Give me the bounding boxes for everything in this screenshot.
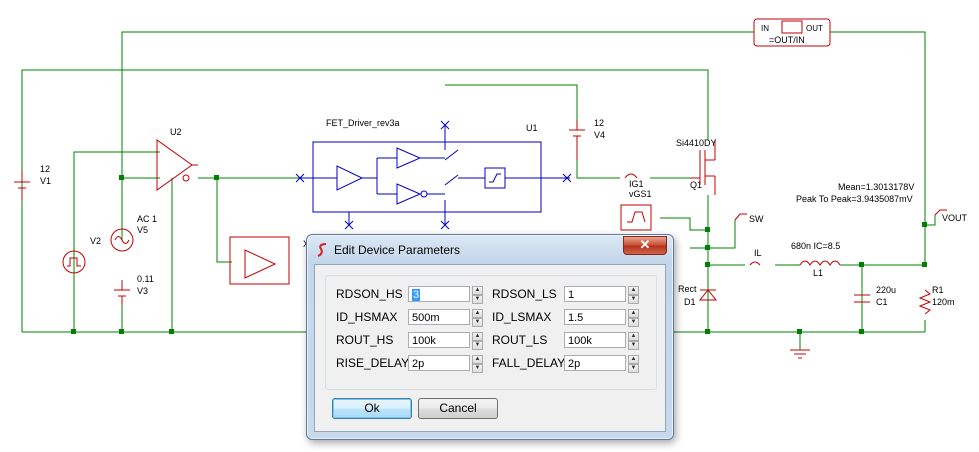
svg-text:0.11: 0.11 <box>137 274 154 284</box>
svg-text:V1: V1 <box>40 176 51 186</box>
svg-text:680n IC=8.5: 680n IC=8.5 <box>791 241 840 251</box>
stepper-rout-hs[interactable]: ▲▼ <box>472 332 483 350</box>
svg-text:Mean=1.3013178V: Mean=1.3013178V <box>838 182 914 192</box>
param-field-id-hsmax[interactable]: 500m <box>408 309 470 325</box>
param-field-rout-ls[interactable]: 100k <box>564 332 626 348</box>
svg-text:12: 12 <box>40 164 50 174</box>
fet-driver-block <box>295 120 572 230</box>
svg-text:=OUT/IN: =OUT/IN <box>769 35 805 45</box>
svg-text:L1: L1 <box>813 268 823 278</box>
close-button[interactable]: ✕ <box>623 236 667 255</box>
svg-text:SW: SW <box>749 214 764 224</box>
param-label-id-hsmax: ID_HSMAX <box>336 310 398 324</box>
svg-text:V3: V3 <box>137 286 148 296</box>
param-field-fall-delay[interactable]: 2p <box>564 355 626 371</box>
ok-button[interactable]: Ok <box>332 398 412 419</box>
spin-down-icon: ▼ <box>472 341 483 350</box>
svg-text:C1: C1 <box>876 297 888 307</box>
spin-up-icon: ▲ <box>472 286 483 295</box>
schematic-labels: 12 V1 V2 AC 1 V5 0.11 V3 U2 X FET_Driver… <box>40 24 968 307</box>
spin-down-icon: ▼ <box>472 295 483 304</box>
param-label-fall-delay: FALL_DELAY <box>492 356 566 370</box>
svg-text:U1: U1 <box>526 123 538 133</box>
svg-text:12: 12 <box>594 118 604 128</box>
spin-down-icon: ▼ <box>628 341 639 350</box>
svg-text:V5: V5 <box>137 225 148 235</box>
svg-text:VOUT: VOUT <box>942 213 968 223</box>
stepper-id-hsmax[interactable]: ▲▼ <box>472 309 483 327</box>
cancel-button[interactable]: Cancel <box>418 398 498 419</box>
stepper-id-lsmax[interactable]: ▲▼ <box>628 309 639 327</box>
svg-text:AC 1: AC 1 <box>137 214 157 224</box>
spin-down-icon: ▼ <box>472 318 483 327</box>
param-field-rdson-hs[interactable]: 3 <box>408 286 470 302</box>
spin-up-icon: ▲ <box>628 332 639 341</box>
stepper-rdson-ls[interactable]: ▲▼ <box>628 286 639 304</box>
svg-text:D1: D1 <box>684 297 696 307</box>
svg-text:V4: V4 <box>594 130 605 140</box>
param-field-rdson-ls[interactable]: 1 <box>564 286 626 302</box>
param-label-id-lsmax: ID_LSMAX <box>492 310 552 324</box>
param-label-rdson-hs: RDSON_HS <box>336 287 403 301</box>
spin-down-icon: ▼ <box>628 364 639 373</box>
stepper-rise-delay[interactable]: ▲▼ <box>472 355 483 373</box>
spin-down-icon: ▼ <box>628 295 639 304</box>
svg-text:Peak To Peak=3.9435087mV: Peak To Peak=3.9435087mV <box>796 194 913 204</box>
param-label-rout-ls: ROUT_LS <box>492 333 548 347</box>
spin-up-icon: ▲ <box>472 309 483 318</box>
dialog-title: Edit Device Parameters <box>334 243 461 257</box>
spin-up-icon: ▲ <box>472 332 483 341</box>
simetrix-logo-icon <box>317 243 327 257</box>
svg-text:IL: IL <box>754 248 762 258</box>
dialog-titlebar[interactable]: Edit Device Parameters <box>317 241 460 259</box>
spin-up-icon: ▲ <box>628 355 639 364</box>
close-icon: ✕ <box>639 237 651 252</box>
spin-down-icon: ▼ <box>472 364 483 373</box>
param-field-rise-delay[interactable]: 2p <box>408 355 470 371</box>
stepper-rdson-hs[interactable]: ▲▼ <box>472 286 483 304</box>
spin-down-icon: ▼ <box>628 318 639 327</box>
svg-text:V2: V2 <box>90 236 101 246</box>
stepper-fall-delay[interactable]: ▲▼ <box>628 355 639 373</box>
svg-text:120m: 120m <box>932 297 955 307</box>
param-field-id-lsmax[interactable]: 1.5 <box>564 309 626 325</box>
svg-text:IG1: IG1 <box>629 179 644 189</box>
svg-text:IN: IN <box>761 24 769 33</box>
spin-up-icon: ▲ <box>472 355 483 364</box>
svg-text:OUT: OUT <box>806 24 823 33</box>
dialog-body: RDSON_HS 3 ▲▼ RDSON_LS 1 ▲▼ ID_HSMAX 500… <box>314 264 666 432</box>
spin-up-icon: ▲ <box>628 286 639 295</box>
svg-text:220u: 220u <box>876 285 896 295</box>
svg-text:U2: U2 <box>170 127 182 137</box>
param-label-rout-hs: ROUT_HS <box>336 333 394 347</box>
components <box>14 18 947 359</box>
svg-text:Q1: Q1 <box>690 180 702 190</box>
param-field-rout-hs[interactable]: 100k <box>408 332 470 348</box>
svg-text:Si4410DY: Si4410DY <box>676 138 717 148</box>
junction-dots <box>71 175 927 334</box>
parameters-group: RDSON_HS 3 ▲▼ RDSON_LS 1 ▲▼ ID_HSMAX 500… <box>325 275 657 390</box>
edit-device-parameters-dialog: Edit Device Parameters ✕ RDSON_HS 3 ▲▼ R… <box>306 234 674 440</box>
param-label-rise-delay: RISE_DELAY <box>336 356 410 370</box>
svg-text:Rect: Rect <box>678 284 697 294</box>
stepper-rout-ls[interactable]: ▲▼ <box>628 332 639 350</box>
spin-up-icon: ▲ <box>628 309 639 318</box>
svg-text:FET_Driver_rev3a: FET_Driver_rev3a <box>326 118 400 128</box>
svg-text:R1: R1 <box>932 285 944 295</box>
svg-text:vGS1: vGS1 <box>629 189 652 199</box>
param-label-rdson-ls: RDSON_LS <box>492 287 557 301</box>
